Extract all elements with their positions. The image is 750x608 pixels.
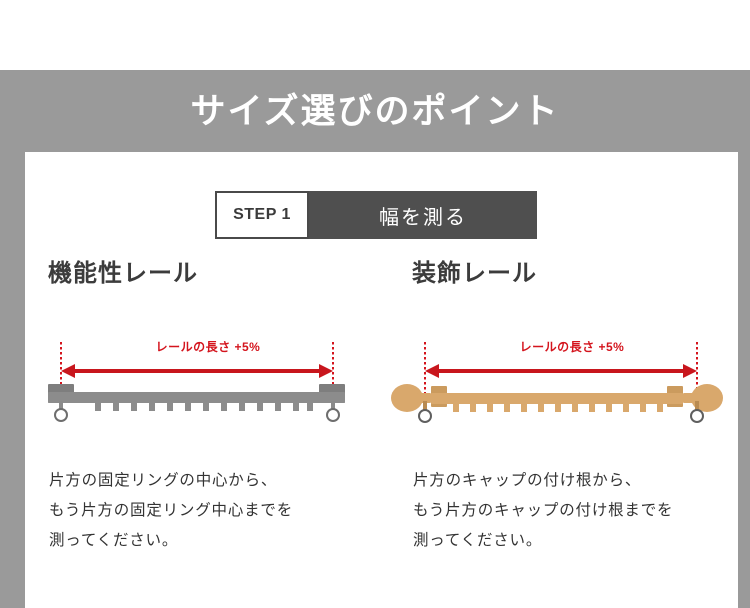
diagram-decorative-rail: レールの長さ +5% xyxy=(391,338,737,436)
page-title: サイズ選びのポイント xyxy=(190,91,560,131)
rail-tooth xyxy=(275,403,281,411)
rail-tooth xyxy=(113,403,119,411)
cap-ring-stem-left xyxy=(423,401,427,410)
description-line: 測ってください。 xyxy=(413,532,543,550)
rail-tooth xyxy=(504,404,510,412)
measure-arrow-functional xyxy=(61,364,333,378)
column-heading-decorative: 装飾レール xyxy=(412,260,537,287)
diagram-functional-rail: レールの長さ +5% xyxy=(43,338,373,436)
description-line: 片方の固定リングの中心から、 xyxy=(49,472,278,489)
fixed-ring-left xyxy=(54,408,68,422)
measure-arrow-decorative xyxy=(425,364,697,378)
rail-tooth xyxy=(657,404,663,412)
arrow-shaft xyxy=(437,369,685,373)
description-functional: 片方の固定リングの中心から、 もう片方の固定リング中心までを 測ってください。 xyxy=(49,466,383,557)
rail-tooth xyxy=(453,404,459,412)
rail-tooth xyxy=(623,404,629,412)
description-decorative: 片方のキャップの付け根から、 もう片方のキャップの付け根までを 測ってください。 xyxy=(413,466,747,557)
finial-neck-right xyxy=(683,393,697,403)
rail-tooth xyxy=(239,403,245,411)
rail-tooth xyxy=(307,403,313,411)
rail-tooth xyxy=(203,403,209,411)
column-functional-rail: 機能性レール レールの長さ +5% xyxy=(43,262,383,557)
rail-tooth xyxy=(167,403,173,411)
arrow-head-left-icon xyxy=(61,364,75,378)
step-title: 幅を測る xyxy=(309,191,537,239)
rail-tooth xyxy=(555,404,561,412)
rail-bar xyxy=(48,392,345,403)
rail-tooth xyxy=(470,404,476,412)
arrow-head-right-icon xyxy=(319,364,333,378)
arrow-shaft xyxy=(73,369,321,373)
rail-tooth xyxy=(131,403,137,411)
rail-tooth xyxy=(487,404,493,412)
rail-tooth xyxy=(257,403,263,411)
description-line: もう片方の固定リング中心までを xyxy=(49,502,294,520)
step-header: STEP 1 幅を測る xyxy=(215,191,537,239)
cap-ring-stem-right xyxy=(695,401,699,410)
rail-tooth xyxy=(95,403,101,411)
measure-label-decorative: レールの長さ +5% xyxy=(519,340,625,354)
fixed-ring-stem-right xyxy=(331,401,335,409)
arrow-head-right-icon xyxy=(683,364,697,378)
arrow-head-left-icon xyxy=(425,364,439,378)
column-heading-functional: 機能性レール xyxy=(48,260,198,287)
description-line: 片方のキャップの付け根から、 xyxy=(413,472,642,489)
step-badge: STEP 1 xyxy=(215,191,309,239)
guide-line-right-decorative xyxy=(696,342,698,400)
rail-tooth xyxy=(606,404,612,412)
column-decorative-rail: 装飾レール レールの長さ +5% xyxy=(391,260,747,557)
measure-label-functional: レールの長さ +5% xyxy=(155,340,261,354)
rail-tooth xyxy=(589,404,595,412)
rail-tooth xyxy=(521,404,527,412)
fixed-ring-stem-left xyxy=(59,401,63,409)
rail-tooth xyxy=(640,404,646,412)
finial-neck-left xyxy=(417,393,431,403)
rail-tooth xyxy=(538,404,544,412)
rail-bar xyxy=(431,393,683,404)
content-panel: STEP 1 幅を測る 機能性レール レールの長さ +5% xyxy=(25,152,738,608)
cap-ring-right xyxy=(690,409,704,423)
description-line: もう片方のキャップの付け根までを xyxy=(413,502,674,520)
cap-ring-left xyxy=(418,409,432,423)
rail-tooth xyxy=(149,403,155,411)
guide-line-right-functional xyxy=(332,342,334,400)
rail-tooth xyxy=(221,403,227,411)
rail-tooth xyxy=(572,404,578,412)
rail-tooth xyxy=(293,403,299,411)
rail-tooth xyxy=(185,403,191,411)
fixed-ring-right xyxy=(326,408,340,422)
description-line: 測ってください。 xyxy=(49,532,179,550)
